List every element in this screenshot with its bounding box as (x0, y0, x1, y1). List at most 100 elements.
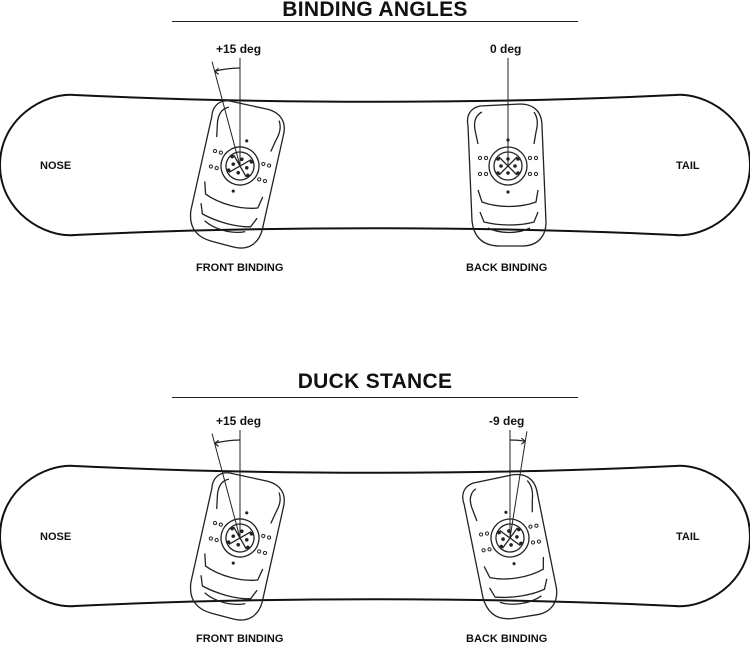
insert-dot (528, 524, 533, 529)
binding-strap (216, 106, 281, 152)
screw-hole (244, 538, 249, 542)
front-binding-label: FRONT BINDING (196, 633, 284, 645)
front-angle-indicator (211, 430, 241, 539)
insert-dot (267, 163, 272, 168)
binding-body (466, 103, 547, 247)
screw-hole (515, 535, 519, 539)
insert-dot (477, 155, 483, 161)
front-binding-label: FRONT BINDING (196, 262, 284, 274)
stance-line (211, 433, 241, 539)
screw-hole (236, 542, 240, 547)
insert-dot (484, 531, 490, 536)
screw-hole (249, 532, 254, 536)
insert-dot (257, 177, 262, 182)
stance-line (509, 431, 528, 539)
screw-hole (499, 164, 503, 168)
panel-title: DUCK STANCE (297, 370, 453, 393)
insert-dot (483, 171, 489, 177)
snowboard-diagram (0, 430, 750, 621)
screw-hole (516, 527, 521, 532)
toe-ramp (483, 557, 545, 580)
title-underline (172, 397, 578, 398)
insert-dot (478, 532, 484, 537)
reference-dot (231, 189, 235, 193)
tail-label: TAIL (676, 531, 700, 543)
snowboard-outline (0, 93, 750, 237)
screw-hole (226, 168, 231, 172)
screw-hole (246, 173, 250, 178)
disc-inner-ring (495, 523, 525, 553)
insert-dot (536, 539, 542, 544)
insert-dot (530, 540, 536, 545)
insert-dot (214, 165, 219, 171)
insert-dot (533, 155, 539, 161)
nose-label: NOSE (40, 160, 72, 172)
screw-hole (499, 544, 504, 549)
arc-arrowhead (214, 439, 219, 447)
binding-body (462, 473, 558, 620)
back-binding-label: BACK BINDING (466, 262, 548, 274)
screw-hole (249, 160, 254, 164)
reference-dot (245, 511, 249, 515)
toe-ramp (204, 181, 264, 209)
screw-hole (236, 170, 240, 175)
arc-arrowhead (520, 437, 526, 445)
screw-hole (519, 541, 523, 546)
insert-dot (533, 171, 539, 177)
screw-hole (226, 540, 231, 544)
binding-strap (469, 480, 534, 522)
insert-dot (527, 155, 533, 161)
insert-dot (477, 171, 483, 177)
insert-dot (487, 547, 492, 552)
reference-dot (506, 190, 510, 194)
insert-dot (212, 148, 218, 154)
insert-dot (267, 535, 272, 540)
insert-dot (261, 161, 266, 167)
insert-dot (208, 164, 213, 169)
reference-dot (245, 139, 249, 143)
toe-strap (200, 575, 258, 600)
insert-dot (262, 178, 268, 184)
insert-dot (534, 523, 539, 528)
screw-hole (246, 545, 250, 550)
toe-cap (499, 595, 542, 605)
panel-title: BINDING ANGLES (282, 0, 468, 21)
screw-hole (509, 543, 513, 547)
insert-dot (261, 533, 266, 539)
mounting-disc (220, 518, 260, 558)
back-binding-angle-label: -9 deg (489, 414, 525, 428)
snowboard-diagram (0, 58, 750, 249)
insert-dot (218, 522, 223, 527)
screw-hole (513, 164, 517, 168)
screw-hole (506, 171, 510, 175)
screw-hole (230, 526, 234, 531)
screw-hole (244, 166, 249, 170)
mounting-disc (490, 518, 530, 558)
toe-cap (204, 592, 246, 605)
panel-duck-stance: DUCK STANCE +15 deg -9 deg NOSE TAIL FRO… (0, 370, 750, 645)
reference-dot (504, 510, 508, 514)
screw-hole (516, 171, 520, 175)
insert-dot (262, 550, 268, 556)
reference-dot (231, 561, 235, 565)
tail-label: TAIL (676, 160, 700, 172)
mounting-disc (220, 146, 260, 186)
binding-strap (216, 478, 281, 524)
binding-shell (189, 100, 285, 249)
insert-dot (218, 150, 223, 155)
screw-hole (497, 530, 501, 535)
nose-label: NOSE (40, 531, 72, 543)
screw-hole (231, 534, 236, 538)
toe-strap (479, 211, 539, 226)
title-underline (172, 21, 578, 22)
screw-hole (231, 162, 236, 166)
insert-dot (483, 155, 489, 161)
binding-shell (462, 473, 558, 620)
reference-dot (512, 562, 516, 566)
back-binding-angle-label: 0 deg (490, 42, 522, 56)
disc-inner-ring (225, 151, 255, 181)
front-binding-angle-label: +15 deg (216, 414, 262, 428)
binding-shell (189, 472, 285, 621)
toe-cap (204, 220, 246, 233)
back-binding-label: BACK BINDING (466, 633, 548, 645)
